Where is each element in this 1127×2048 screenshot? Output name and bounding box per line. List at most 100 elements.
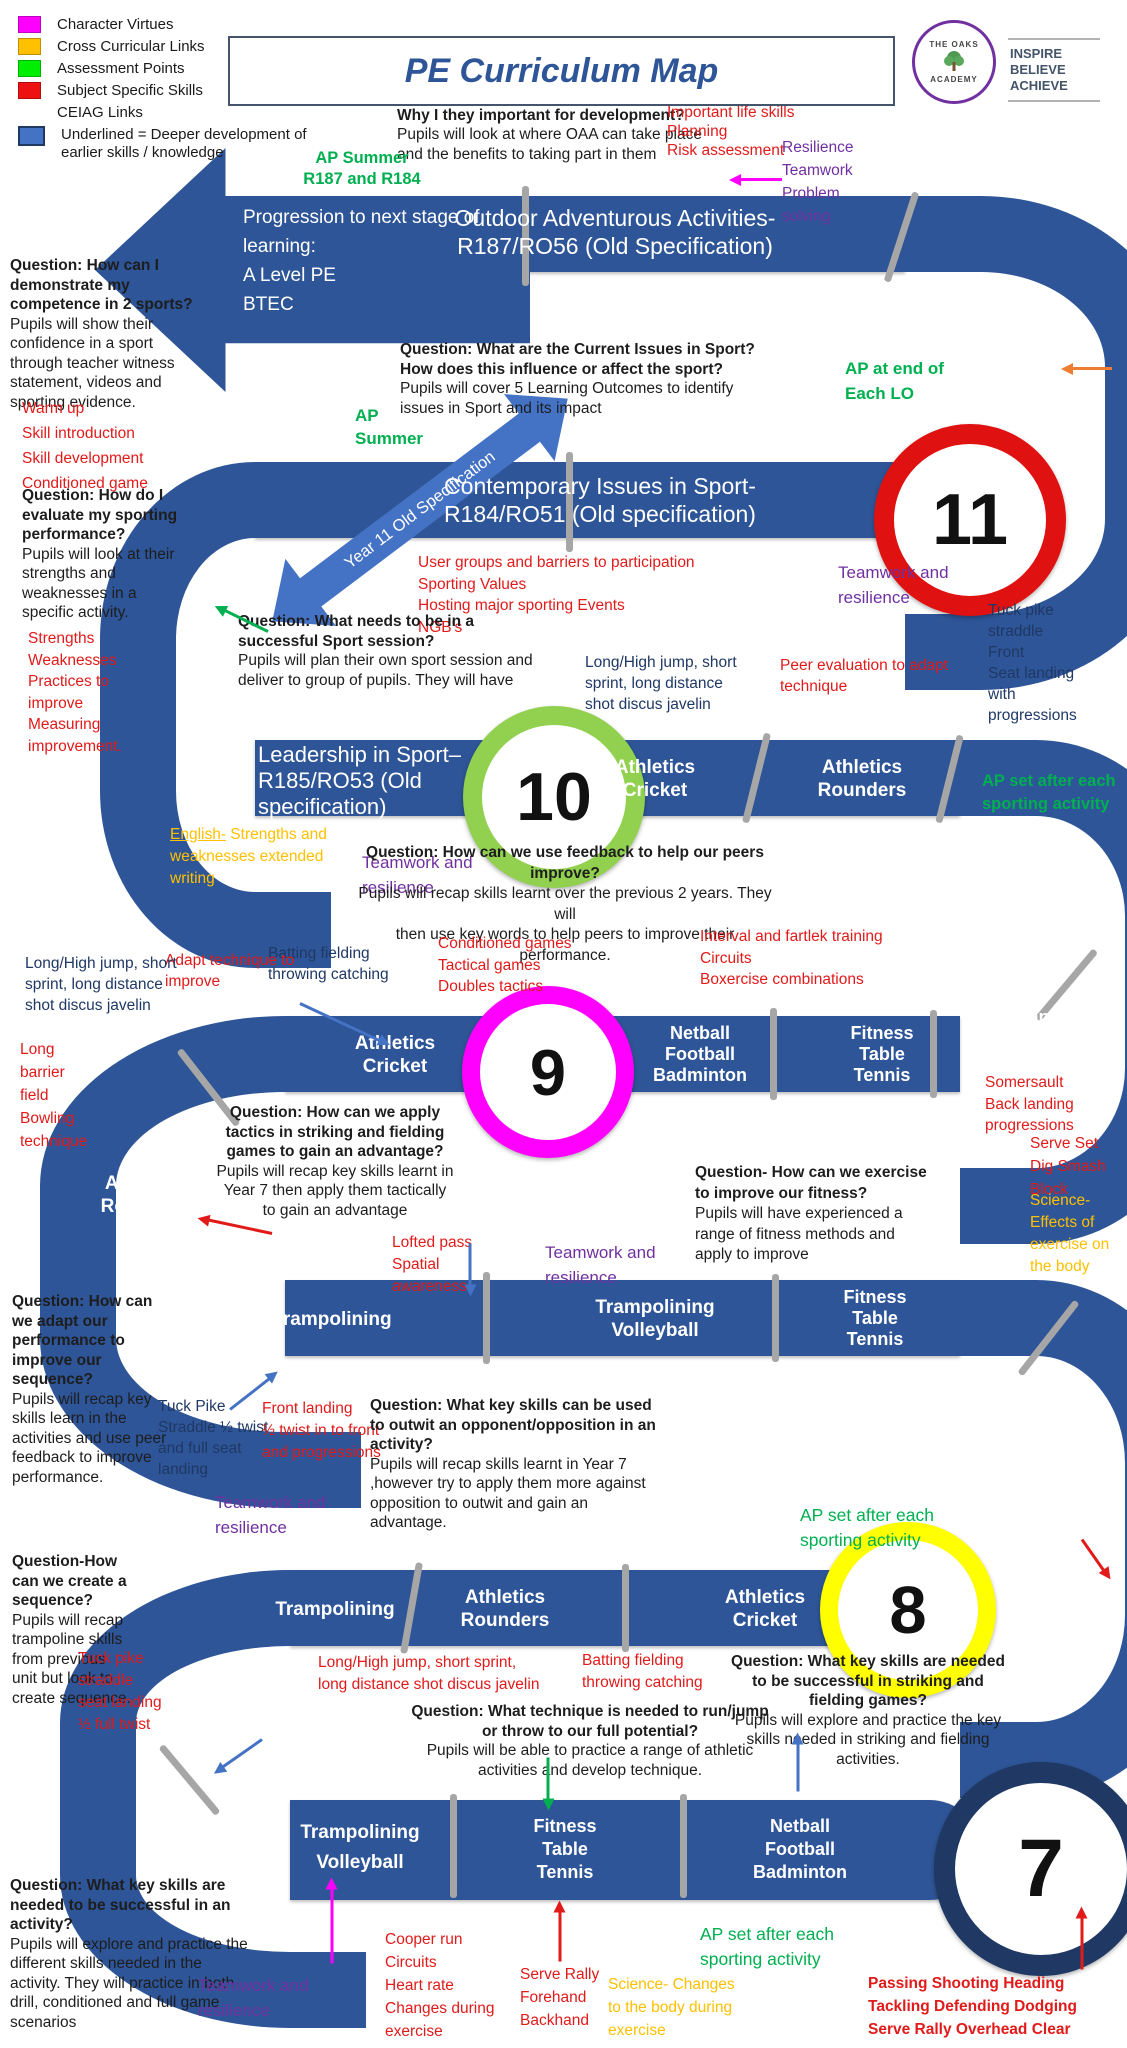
lane-divider-6 bbox=[770, 1008, 777, 1100]
blue-arrow-up-striking-head bbox=[791, 1732, 804, 1745]
page-title: PE Curriculum Map bbox=[404, 51, 719, 90]
magenta-arrow-virtues bbox=[729, 174, 782, 186]
magenta-arrow-up-teamwork-head bbox=[325, 1877, 338, 1890]
legend-label: Cross Curricular Links bbox=[57, 38, 205, 55]
legend-label: Subject Specific Skills bbox=[57, 82, 203, 99]
lane-divider-16 bbox=[680, 1794, 687, 1898]
y8a-trampolining: Trampolining bbox=[272, 1309, 392, 1330]
road-band-year7 bbox=[290, 1800, 980, 1900]
blue-arrow-up-striking bbox=[791, 1732, 804, 1792]
lane-divider-0 bbox=[522, 186, 529, 286]
lane-divider-7 bbox=[930, 1010, 937, 1098]
motto-inspire: INSPIRE bbox=[1010, 46, 1063, 61]
legend-label: CEIAG Links bbox=[57, 104, 143, 121]
outdoor-band-title: Outdoor Adventurous Activities-R187/RO56… bbox=[454, 205, 776, 259]
legend-label: Assessment Points bbox=[57, 60, 185, 77]
orange-arrow-right-edge bbox=[1061, 363, 1112, 375]
school-logo: THE OAKS ACADEMY bbox=[912, 20, 996, 104]
lane-divider-9 bbox=[483, 1272, 490, 1364]
contemporary-band-title: Contemporary Issues in Sport-R184/RO51 (… bbox=[444, 473, 756, 527]
legend-swatch bbox=[18, 82, 41, 99]
y8b-trampolining: Trampolining bbox=[275, 1599, 395, 1620]
lane-divider-10 bbox=[772, 1274, 779, 1362]
road-turn-right-2 bbox=[960, 740, 1127, 1244]
red-arrow-tactics-head bbox=[196, 1212, 211, 1227]
logo-top-text: THE OAKS bbox=[929, 40, 979, 49]
magenta-arrow-virtues-head bbox=[729, 174, 741, 186]
tree-icon bbox=[944, 51, 964, 71]
question-technique: Question: What technique is needed to ru… bbox=[411, 1703, 769, 1779]
red-arrow-up-serve-head bbox=[553, 1900, 566, 1913]
athletics-events-8: Long/High jump, short sprint,long distan… bbox=[318, 1654, 540, 1693]
red-arrow-up-serve bbox=[553, 1900, 566, 1962]
magenta-arrow-up-teamwork bbox=[325, 1877, 338, 1964]
blue-arrow-down-tactics bbox=[464, 1243, 477, 1297]
legend-item-3: Subject Specific Skills bbox=[18, 82, 307, 100]
motto-believe: BELIEVE bbox=[1010, 62, 1066, 77]
legend-swatch bbox=[18, 60, 41, 77]
legend-swatch bbox=[18, 38, 41, 55]
blue-arrow-down-tactics-head bbox=[464, 1284, 477, 1297]
orange-arrow-right-edge-head bbox=[1061, 363, 1073, 375]
lane-divider-2 bbox=[566, 452, 573, 552]
green-arrow-down-technique-head bbox=[542, 1798, 555, 1811]
year-7-badge: 7 bbox=[934, 1762, 1127, 1976]
question-current-issues: Question: What are the Current Issues in… bbox=[400, 341, 755, 417]
motto-achieve: ACHIEVE bbox=[1010, 78, 1068, 93]
legend-swatch bbox=[18, 126, 45, 146]
logo-bottom-text: ACADEMY bbox=[930, 75, 978, 84]
lane-divider-13 bbox=[622, 1564, 629, 1652]
green-arrow-down-technique bbox=[542, 1757, 555, 1811]
